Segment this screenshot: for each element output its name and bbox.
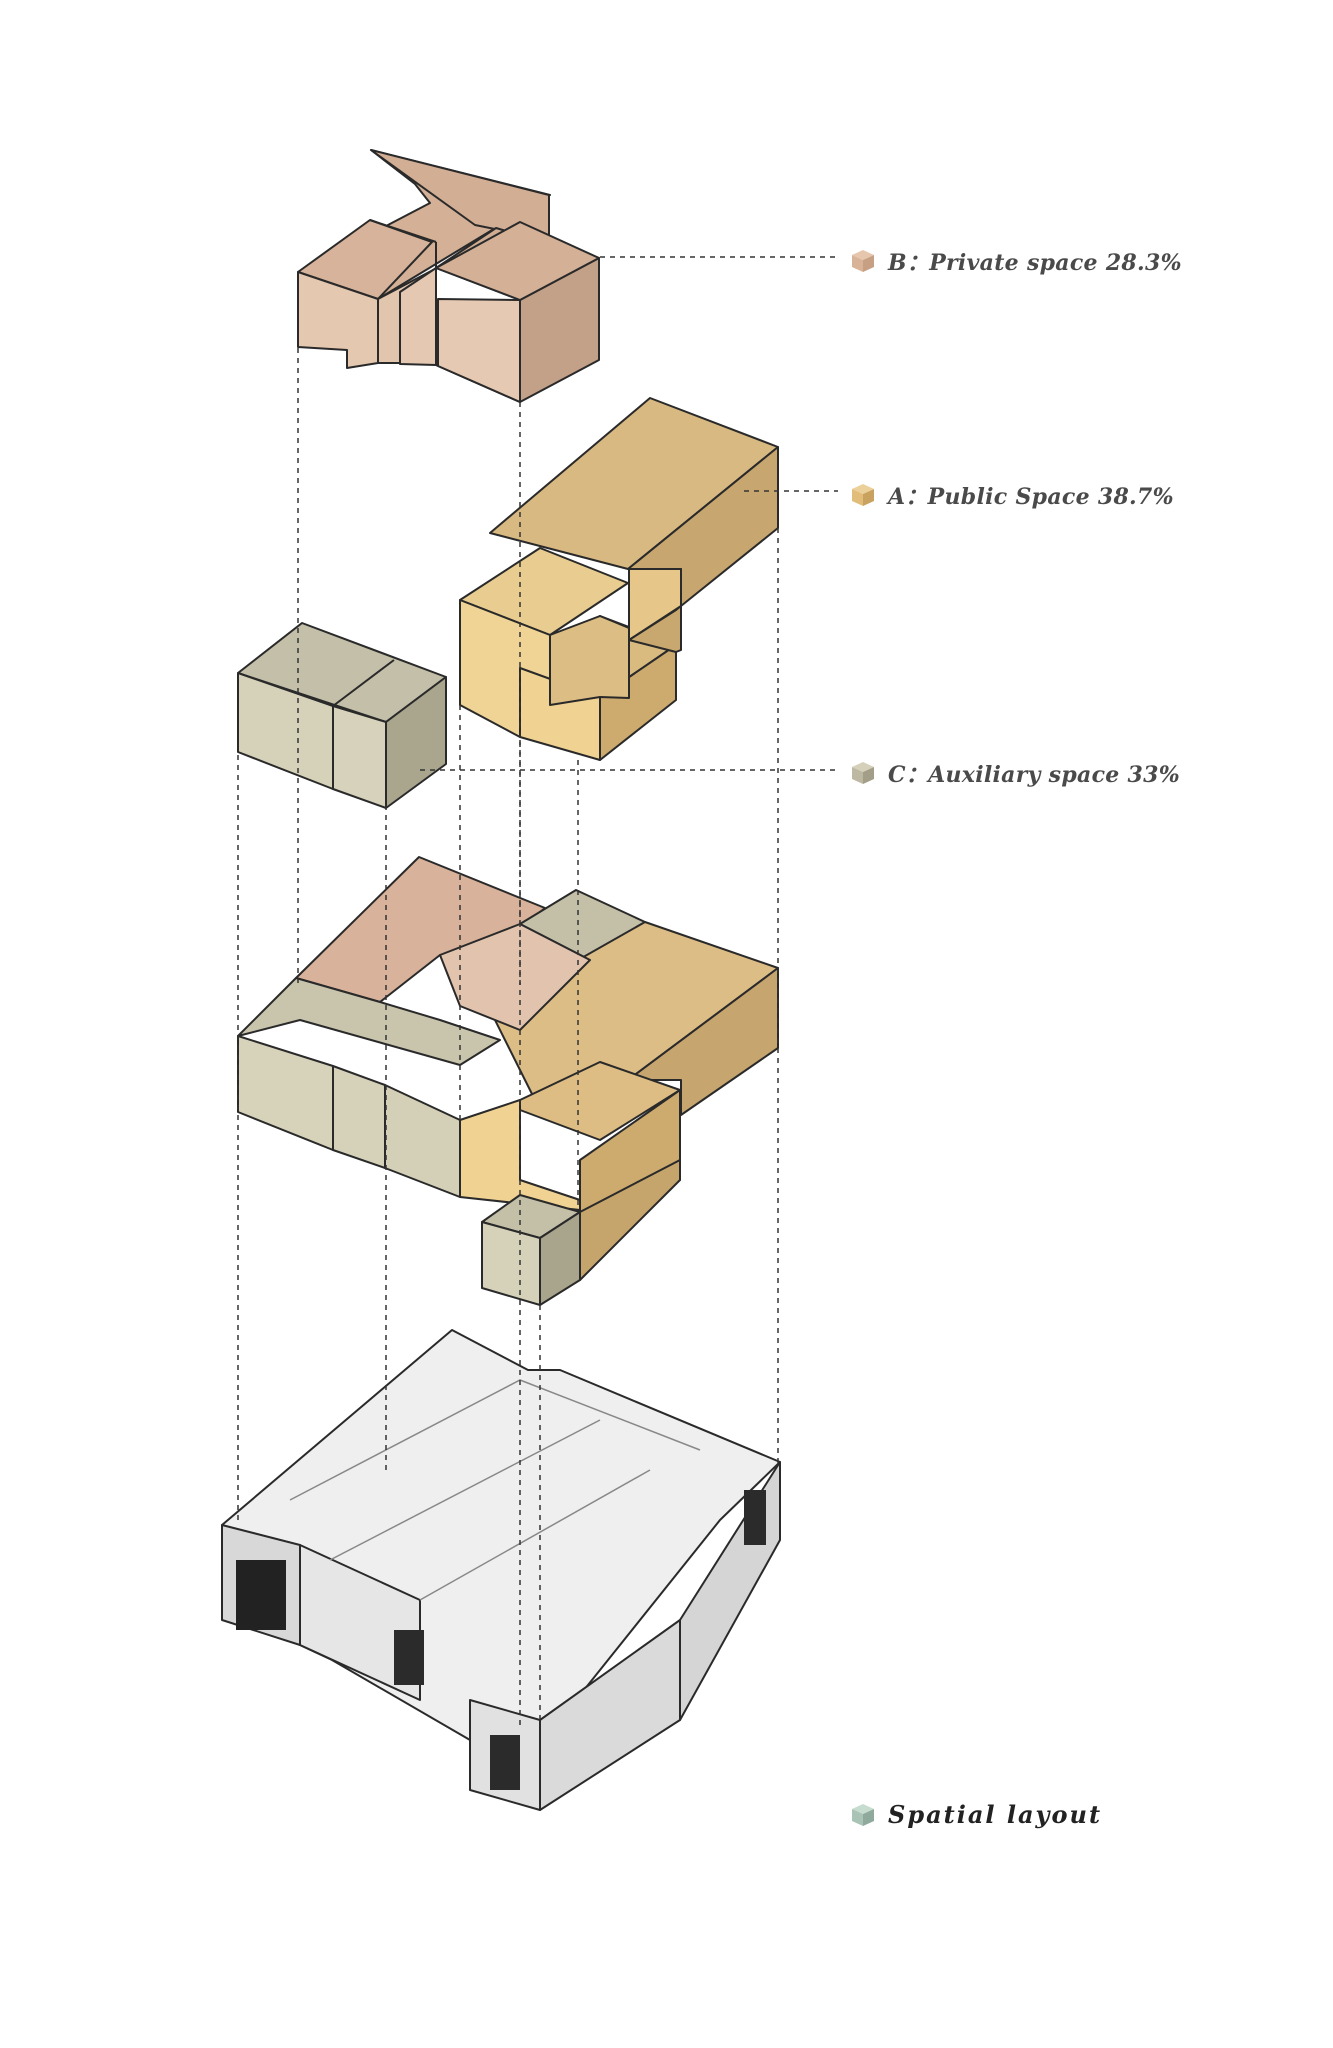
legend-public: A：Public Space 38.7% <box>850 479 1174 511</box>
auxiliary-space-block <box>237 622 447 809</box>
legend-auxiliary-label: C：Auxiliary space 33% <box>888 762 1180 788</box>
cube-icon <box>852 484 874 506</box>
floor-plan-model <box>221 1329 781 1811</box>
caption: Spatial layout <box>850 1800 1102 1829</box>
legend-private: B：Private space 28.3% <box>850 245 1182 277</box>
legend-public-label: A：Public Space 38.7% <box>888 484 1174 510</box>
cube-icon <box>852 762 874 784</box>
window-icon <box>744 1490 766 1545</box>
caption-label: Spatial layout <box>888 1800 1103 1829</box>
window-icon <box>236 1560 286 1630</box>
legend-private-label: B：Private space 28.3% <box>888 250 1182 276</box>
window-icon <box>490 1735 520 1790</box>
cube-icon <box>852 250 874 272</box>
public-space-block <box>459 397 779 761</box>
projection-lines <box>237 348 779 1725</box>
window-icon <box>394 1630 424 1685</box>
private-space-block <box>297 149 600 403</box>
legend-auxiliary: C：Auxiliary space 33% <box>850 757 1180 789</box>
combined-block <box>237 856 779 1306</box>
cube-icon <box>852 1803 874 1826</box>
